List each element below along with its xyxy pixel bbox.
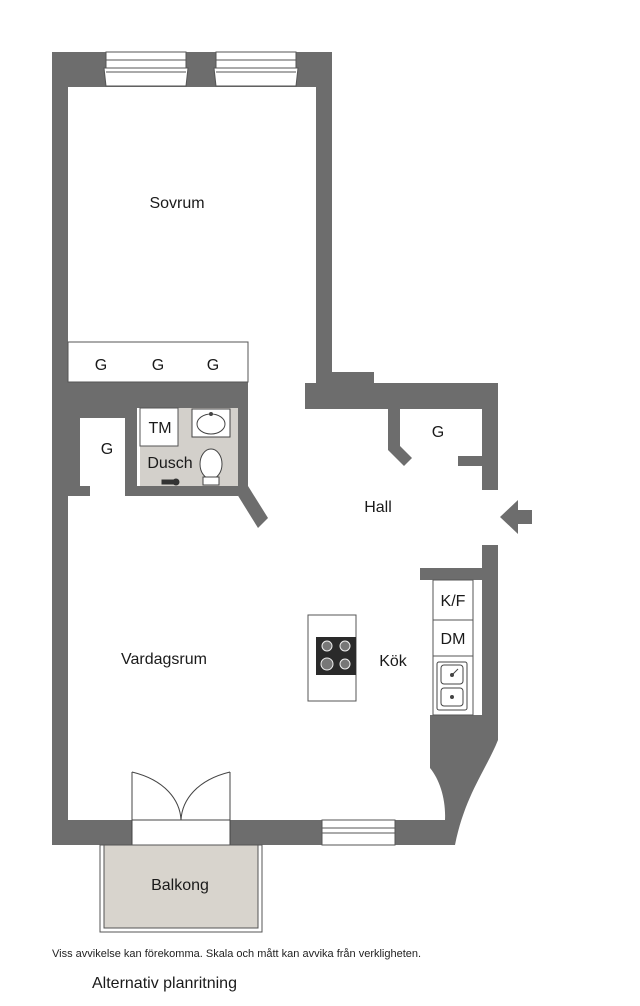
hall-label: Hall (364, 499, 392, 516)
toilet (199, 448, 223, 486)
windows (103, 51, 396, 846)
shower-fixture (161, 478, 180, 486)
balcony-label: Balkong (151, 877, 209, 894)
balcony-door (131, 771, 231, 845)
wardrobe-label-1: G (95, 357, 107, 374)
wardrobe-label-2: G (152, 357, 164, 374)
walls (52, 52, 498, 845)
bedroom-label: Sovrum (149, 195, 204, 212)
plan-caption: Alternativ planritning (92, 975, 237, 992)
kitchen-sink (436, 661, 468, 711)
living-room-label: Vardagsrum (121, 651, 207, 668)
floor-plan: Sovrum G G G G TM Dusch G Hall Vardagsru… (52, 51, 532, 933)
closet-label-hall: G (432, 424, 444, 441)
kitchen-island (307, 614, 357, 702)
disclaimer-text: Viss avvikelse kan förekomma. Skala och … (52, 948, 422, 960)
bathroom-sink (191, 408, 231, 438)
shower-label: Dusch (147, 455, 192, 472)
wardrobe-label-3: G (207, 357, 219, 374)
fridge-freezer-label: K/F (441, 593, 466, 610)
tm-box (139, 407, 179, 447)
wardrobe-row (67, 341, 249, 383)
tm-label: TM (148, 420, 171, 437)
closet-label-left: G (101, 441, 113, 458)
kitchen-label: Kök (379, 653, 408, 670)
entrance-arrow-icon (500, 500, 532, 534)
balcony (99, 844, 263, 933)
dishwasher-label: DM (441, 631, 466, 648)
